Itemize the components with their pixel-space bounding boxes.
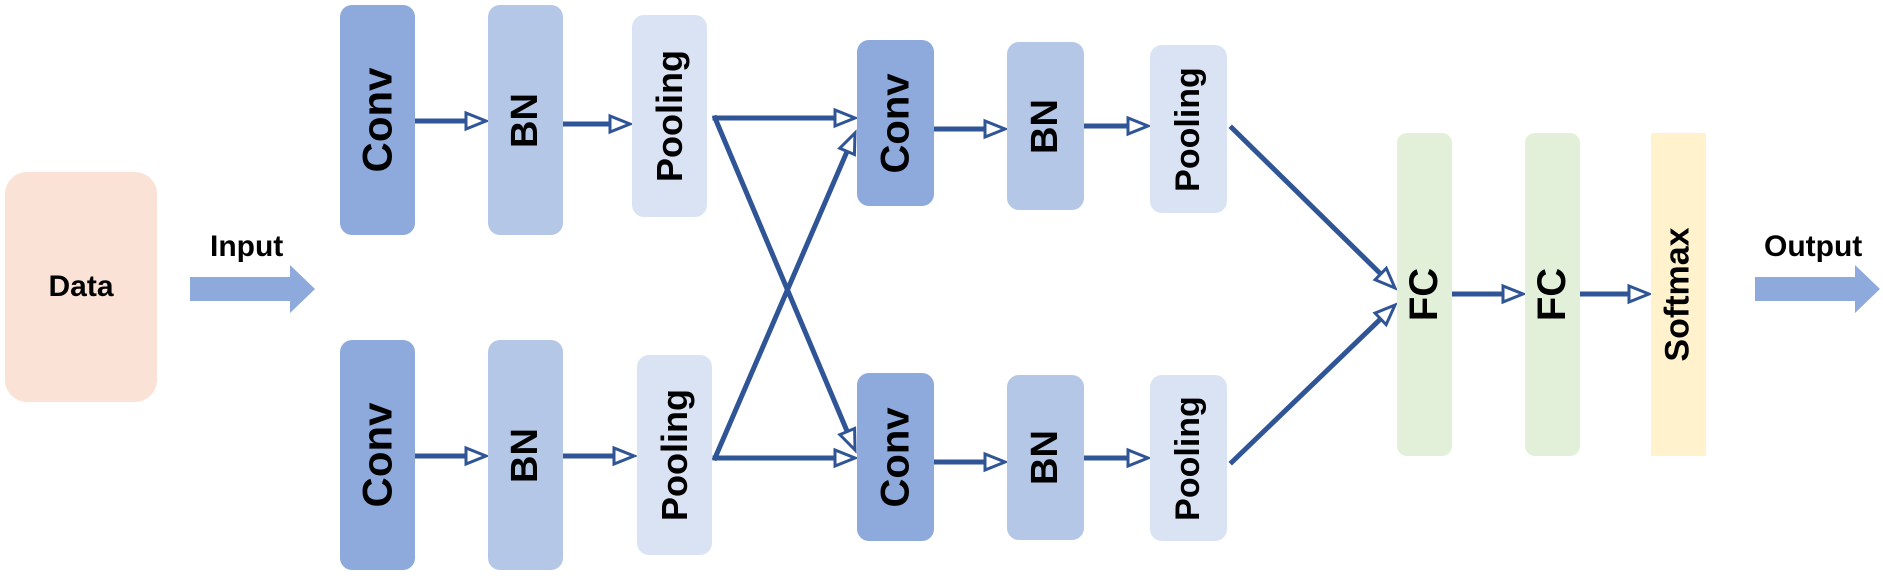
arrow-conv-bn-bottom-2-head [983, 451, 1010, 473]
fc-label: FC [1401, 267, 1446, 322]
pooling-label: Pooling [648, 50, 690, 182]
softmax-label: Softmax [1659, 227, 1698, 362]
arrow-pool1-conv2-cross-down-head [837, 426, 857, 454]
arrow-pool-top-fc [1228, 124, 1385, 278]
fc-block-1: FC [1397, 133, 1452, 456]
arrow-conv-bn-top-1-head [464, 110, 491, 132]
arrow-bn-pool-bottom-2-head [1126, 447, 1153, 469]
arrow-pool-bottom-fc [1228, 315, 1385, 466]
arrow-pool1-conv2-bottom-head [833, 447, 860, 469]
arrow-pool-top-fc-head [1372, 265, 1398, 291]
data-label: Data [48, 270, 114, 303]
arrow-fc-fc-head [1501, 283, 1528, 305]
bn-block-top-2: BN [1007, 42, 1084, 210]
arrow-conv-bn-bottom-1-head [464, 445, 491, 467]
pooling-block-top-2: Pooling [1150, 45, 1227, 213]
softmax-block: Softmax [1651, 133, 1706, 456]
arrow-bn-pool-bottom-1-head [612, 445, 639, 467]
input-arrow [190, 265, 315, 313]
conv-block-top-2: Conv [857, 40, 934, 206]
conv-block-bottom-1: Conv [340, 340, 415, 570]
conv-label: Conv [353, 402, 401, 508]
conv-label: Conv [873, 407, 917, 507]
pooling-block-bottom-1: Pooling [637, 355, 712, 555]
arrow-pool1-conv2-cross-down [711, 114, 851, 435]
pooling-block-bottom-2: Pooling [1150, 375, 1227, 541]
conv-label: Conv [353, 67, 401, 173]
bn-label: BN [503, 92, 546, 148]
fc-block-2: FC [1525, 133, 1580, 456]
conv-block-bottom-2: Conv [857, 373, 934, 541]
bn-block-top-1: BN [488, 5, 563, 235]
pooling-label: Pooling [1169, 66, 1207, 192]
bn-label: BN [1023, 430, 1066, 485]
bn-block-bottom-2: BN [1007, 375, 1084, 540]
arrow-pool1-conv2-cross-up [711, 148, 851, 462]
output-arrow [1755, 265, 1880, 313]
arrow-pool1-conv2-cross-up-head [837, 129, 857, 157]
pooling-label: Pooling [1169, 395, 1207, 521]
arrow-conv-bn-top-2-head [983, 118, 1010, 140]
arrow-bn-pool-top-1-head [608, 113, 635, 135]
fc-label: FC [1529, 267, 1574, 322]
pooling-label: Pooling [653, 389, 695, 521]
conv-label: Conv [873, 73, 917, 173]
arrow-bn-pool-top-2-head [1126, 115, 1153, 137]
arrow-pool-bottom-fc-head [1372, 302, 1398, 328]
bn-block-bottom-1: BN [488, 340, 563, 570]
input-label: Input [210, 230, 284, 263]
conv-block-top-1: Conv [340, 5, 415, 235]
arrow-pool1-conv2-top-head [833, 107, 860, 129]
pooling-block-top-1: Pooling [632, 15, 707, 217]
data-block: Data [5, 172, 157, 402]
bn-label: BN [1023, 98, 1066, 154]
bn-label: BN [503, 427, 546, 483]
arrow-fc-softmax-head [1627, 283, 1654, 305]
output-label: Output [1764, 230, 1863, 263]
